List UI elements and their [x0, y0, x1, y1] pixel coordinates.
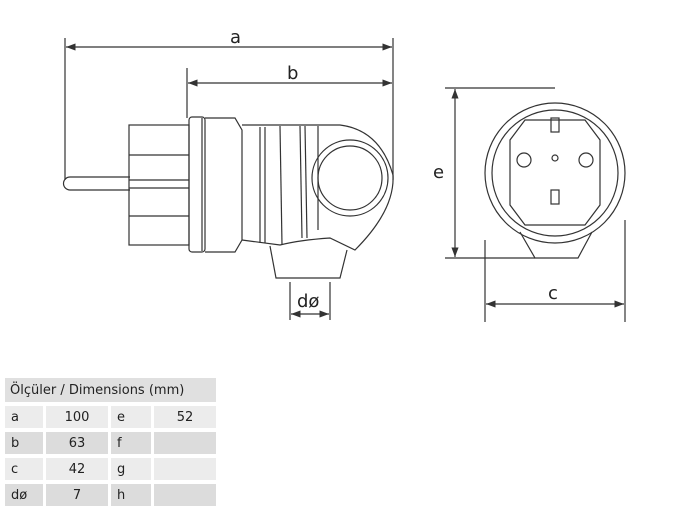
label-e: e [433, 162, 444, 183]
side-view: a b dø [62, 27, 394, 320]
dim-value [154, 432, 216, 454]
technical-drawing: a b dø e c [62, 27, 626, 322]
label-c: c [548, 283, 558, 304]
dim-value [154, 484, 216, 506]
dim-key: e [111, 406, 151, 428]
dim-value: 7 [46, 484, 108, 506]
dim-key: c [5, 458, 43, 480]
dim-value [154, 458, 216, 480]
dim-value: 63 [46, 432, 108, 454]
dim-value: 42 [46, 458, 108, 480]
dim-key: h [111, 484, 151, 506]
table-title: Ölçüler / Dimensions (mm) [5, 378, 216, 402]
dim-value: 52 [154, 406, 216, 428]
label-a: a [230, 27, 241, 48]
dim-key: g [111, 458, 151, 480]
dim-key: b [5, 432, 43, 454]
front-view: e c [433, 87, 626, 322]
dim-value: 100 [46, 406, 108, 428]
label-d: dø [297, 291, 319, 312]
dim-key: f [111, 432, 151, 454]
label-b: b [287, 63, 298, 84]
dim-key: dø [5, 484, 43, 506]
dim-key: a [5, 406, 43, 428]
